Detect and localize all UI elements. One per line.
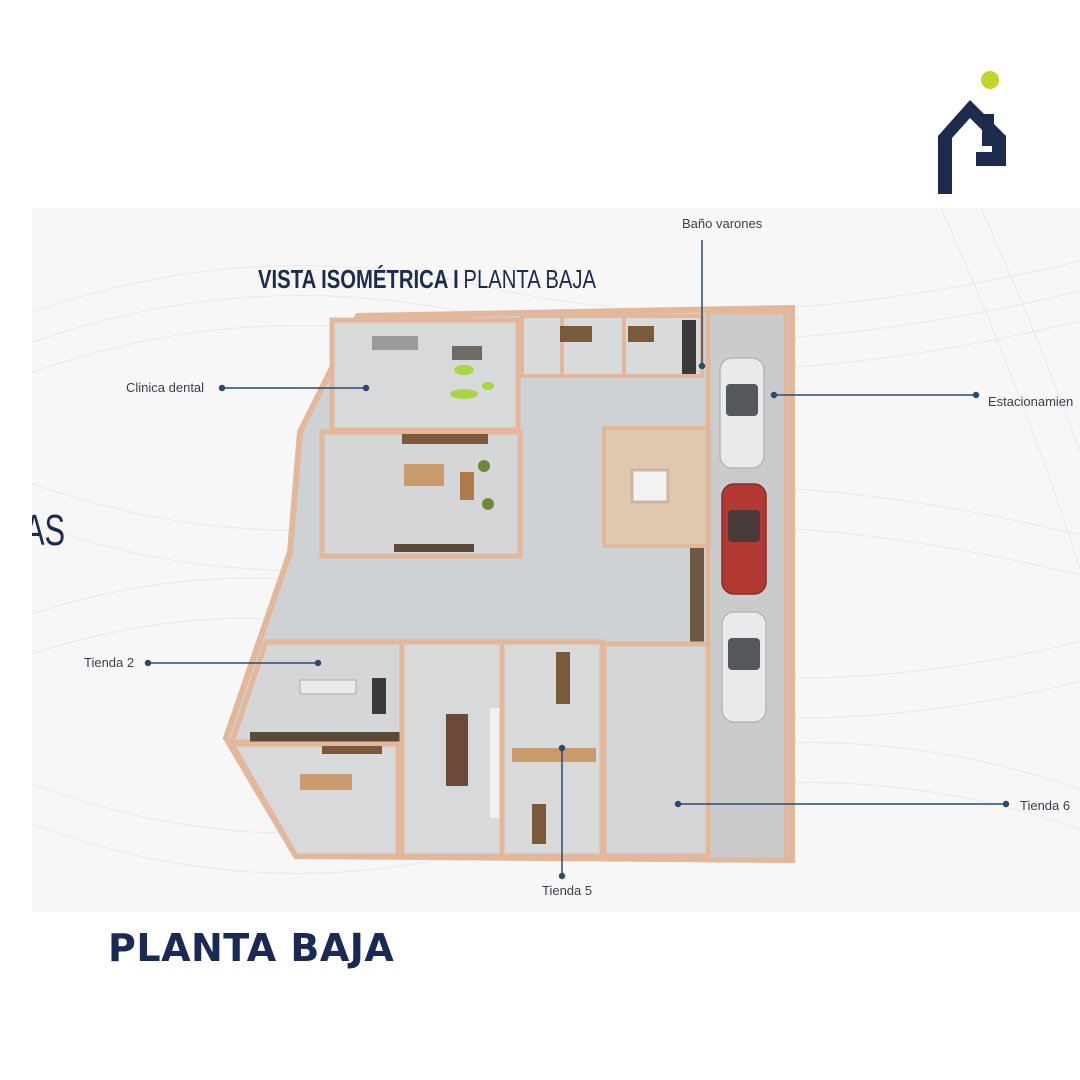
label-tienda-2: Tienda 2 (84, 655, 135, 670)
label-bano-varones: Baño varones (682, 216, 763, 231)
dental-chairs (372, 336, 494, 399)
label-estacionamiento: Estacionamien (988, 394, 1074, 409)
page-title: PLANTA BAJA (108, 926, 395, 970)
heading-separator: I (453, 264, 459, 294)
isometric-floor-plan (144, 240, 1010, 880)
label-clinica-dental: Clinica dental (126, 380, 205, 395)
house-logo-icon (938, 71, 1006, 194)
cropped-text-fragment: AS (32, 506, 66, 555)
heading-bold: VISTA ISOMÉTRICA (258, 264, 449, 294)
heading-light: PLANTA BAJA (463, 264, 597, 294)
label-tienda-5: Tienda 5 (542, 883, 593, 898)
car-icon (719, 357, 767, 723)
label-tienda-6: Tienda 6 (1020, 798, 1071, 813)
